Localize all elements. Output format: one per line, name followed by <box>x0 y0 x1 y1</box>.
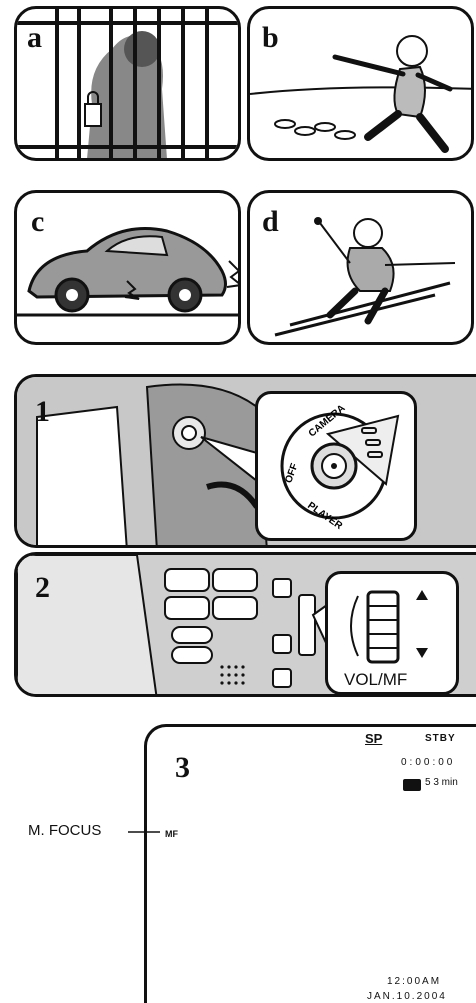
step-3-number: 3 <box>175 753 190 783</box>
step-3-lcd-screen: 3 SP STBY 0:00:00 5 3 min MF 12:00AM JAN… <box>144 724 476 1003</box>
car-illustration <box>17 193 241 345</box>
running-man-illustration <box>250 9 474 161</box>
step-1-number: 1 <box>35 397 50 427</box>
mode-dial-illustration: CAMERA OFF PLAYER <box>258 394 414 538</box>
up-arrow-icon <box>416 590 428 600</box>
standby-indicator: STBY <box>425 733 456 744</box>
calendar-date: JAN.10.2004 <box>367 991 447 1002</box>
step-2-panel: 2 <box>14 552 476 697</box>
panel-c-car: c <box>14 190 241 345</box>
remaining-time: 5 3 min <box>425 777 458 788</box>
panel-d-skier: d <box>247 190 474 345</box>
manual-focus-callout-label: M. FOCUS <box>28 822 101 839</box>
tape-speed-indicator: SP <box>365 731 382 746</box>
panel-letter-a: a <box>27 23 42 53</box>
panel-a-cage: a <box>14 6 241 161</box>
step-2-number: 2 <box>35 573 50 603</box>
clock-time: 12:00AM <box>387 976 441 987</box>
tape-counter: 0:00:00 <box>401 757 455 768</box>
panel-letter-d: d <box>262 207 279 237</box>
manual-focus-indicator: MF <box>165 829 178 839</box>
down-arrow-icon <box>416 648 428 658</box>
step-1-panel: 1 CAMERA OFF PLAYER <box>14 374 476 548</box>
panel-letter-c: c <box>31 207 44 237</box>
panel-letter-b: b <box>262 23 279 53</box>
focus-leader-line <box>128 824 160 840</box>
vol-mf-callout: VOL/MF <box>325 571 459 695</box>
tape-cassette-icon <box>403 779 421 791</box>
panel-b-runner: b <box>247 6 474 161</box>
skier-illustration <box>250 193 474 345</box>
vol-mf-button-label: VOL/MF <box>344 670 407 690</box>
caged-figure-illustration <box>17 9 241 161</box>
mode-dial-callout: CAMERA OFF PLAYER <box>255 391 417 541</box>
